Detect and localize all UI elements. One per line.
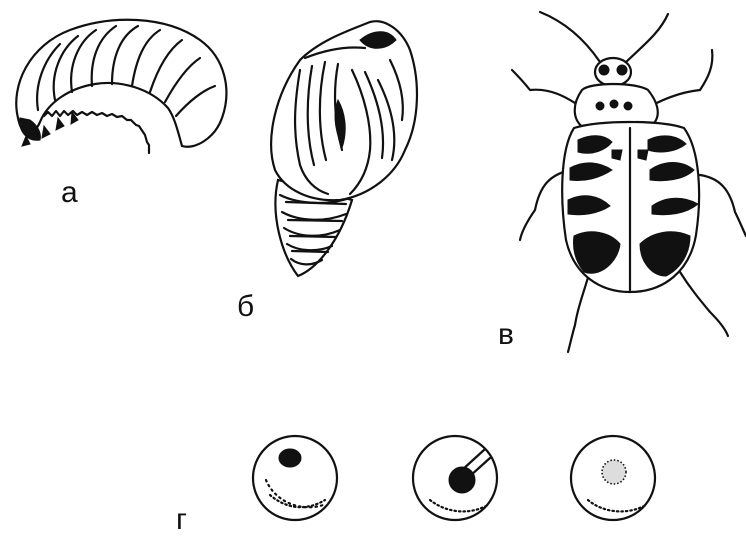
larva-drawing xyxy=(16,20,226,153)
adult-label: в xyxy=(498,320,514,350)
larva-label: а xyxy=(61,178,78,208)
eggs-label: г xyxy=(176,505,187,535)
adult-beetle-drawing xyxy=(512,12,746,352)
pupa-label: б xyxy=(237,292,254,322)
egg-3 xyxy=(571,436,655,520)
pupa-drawing xyxy=(271,21,417,276)
egg-2 xyxy=(413,436,497,520)
egg-1 xyxy=(253,436,337,520)
eggs-drawing xyxy=(253,436,655,520)
